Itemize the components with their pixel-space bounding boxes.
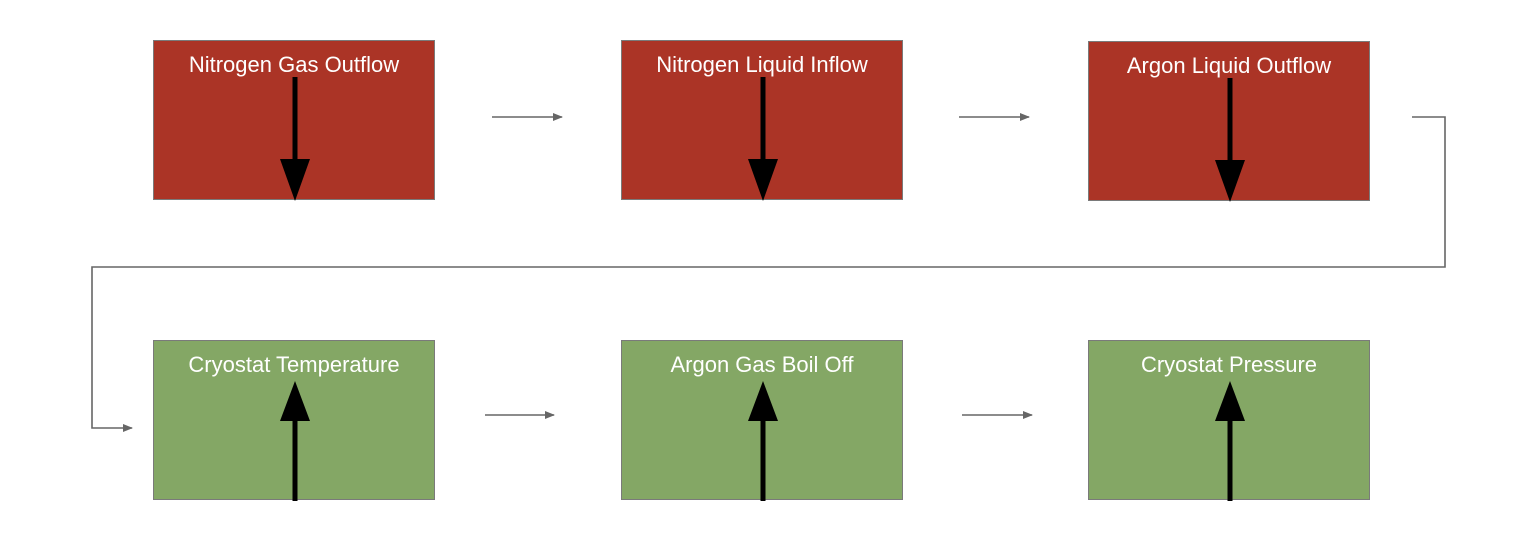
node-argon-gas-boil-off: Argon Gas Boil Off (621, 340, 903, 501)
node-label: Nitrogen Liquid Inflow (656, 52, 868, 77)
node-label: Argon Gas Boil Off (670, 352, 854, 377)
node-label: Cryostat Temperature (188, 352, 400, 377)
node-label: Cryostat Pressure (1140, 352, 1318, 377)
node-cryostat-pressure: Cryostat Pressure (1088, 340, 1370, 501)
node-cryostat-temperature: Cryostat Temperature (153, 340, 435, 501)
node-label: Argon Liquid Outflow (1126, 53, 1332, 78)
node-argon-liquid-outflow: Argon Liquid Outflow (1088, 41, 1370, 202)
node-label: Nitrogen Gas Outflow (188, 52, 400, 77)
node-nitrogen-gas-outflow: Nitrogen Gas Outflow (153, 40, 435, 201)
node-nitrogen-liquid-inflow: Nitrogen Liquid Inflow (621, 40, 903, 201)
